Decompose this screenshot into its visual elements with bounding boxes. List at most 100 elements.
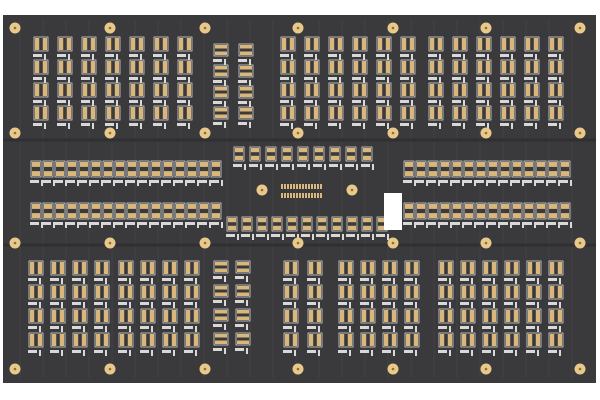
- smd-footprint: [129, 36, 145, 52]
- solder-pad: [447, 262, 452, 274]
- silkscreen-outline: [235, 332, 251, 346]
- smd-footprint: [451, 202, 463, 220]
- solder-pad: [37, 286, 42, 298]
- solder-pad: [289, 38, 294, 50]
- solder-pad: [525, 171, 533, 176]
- smd-footprint: [118, 332, 134, 348]
- solder-pad: [83, 61, 88, 73]
- hole-drill: [578, 26, 582, 30]
- connector-pin: [311, 193, 313, 198]
- smd-footprint: [499, 160, 511, 178]
- silkscreen-mark: [291, 77, 293, 83]
- small-component: [504, 350, 517, 356]
- smd-footprint: [360, 308, 376, 324]
- solder-pad: [212, 204, 220, 209]
- silkscreen-outline: [361, 216, 373, 232]
- solder-pad: [340, 262, 345, 274]
- solder-pad: [526, 38, 531, 50]
- smd-footprint: [265, 146, 277, 162]
- small-component: [482, 278, 495, 284]
- smd-footprint: [482, 260, 498, 276]
- solder-pad: [453, 162, 461, 167]
- solder-pad: [288, 225, 296, 230]
- silkscreen-outline: [476, 82, 492, 98]
- silkscreen-mark: [463, 54, 465, 60]
- smd-footprint: [138, 160, 150, 178]
- silkscreen-mark: [177, 100, 186, 103]
- silkscreen-mark: [524, 123, 533, 126]
- solder-pad: [354, 61, 359, 73]
- silkscreen-mark: [526, 350, 535, 353]
- smd-footprint: [328, 59, 344, 75]
- solder-pad: [378, 107, 383, 119]
- solder-pad: [313, 38, 318, 50]
- smd-footprint: [338, 260, 354, 276]
- solder-pad: [409, 61, 414, 73]
- small-component: [404, 278, 417, 284]
- silkscreen-mark: [221, 222, 223, 228]
- small-component: [280, 123, 293, 129]
- small-component: [360, 326, 373, 332]
- solder-pad: [128, 213, 136, 218]
- small-component: [404, 302, 417, 308]
- silkscreen-mark: [349, 350, 351, 356]
- mounting-hole: [9, 127, 21, 139]
- smd-footprint: [460, 308, 476, 324]
- smd-footprint: [213, 64, 229, 78]
- silkscreen-outline: [94, 260, 110, 276]
- smd-footprint: [524, 59, 540, 75]
- solder-pad: [215, 108, 227, 112]
- silkscreen-outline: [428, 59, 444, 75]
- mounting-hole: [292, 22, 304, 34]
- solder-pad: [251, 155, 259, 160]
- hole-drill: [391, 367, 395, 371]
- solder-pad: [313, 107, 318, 119]
- smd-footprint: [360, 260, 376, 276]
- smd-footprint: [307, 308, 323, 324]
- smd-footprint: [33, 105, 49, 121]
- silkscreen-mark: [195, 278, 197, 284]
- small-component: [57, 100, 70, 106]
- silkscreen-outline: [153, 59, 169, 75]
- smd-footprint: [328, 82, 344, 98]
- small-component: [81, 100, 94, 106]
- silkscreen-outline: [94, 332, 110, 348]
- solder-pad: [489, 171, 497, 176]
- solder-pad: [116, 162, 124, 167]
- silkscreen-outline: [526, 332, 542, 348]
- smd-footprint: [238, 106, 254, 120]
- small-component: [283, 326, 296, 332]
- silkscreen-outline: [511, 160, 523, 178]
- solder-pad: [453, 171, 461, 176]
- hole-drill: [108, 26, 112, 30]
- smd-footprint: [352, 105, 368, 121]
- solder-pad: [437, 61, 442, 73]
- small-component: [105, 77, 118, 83]
- small-component: [524, 100, 537, 106]
- silkscreen-mark: [280, 123, 289, 126]
- silkscreen-mark: [511, 100, 513, 106]
- connector-pin: [308, 184, 310, 189]
- solder-pad: [215, 340, 227, 344]
- silkscreen-mark: [428, 100, 437, 103]
- solder-pad: [533, 107, 538, 119]
- silkscreen-outline: [28, 332, 44, 348]
- small-component: [524, 54, 537, 60]
- silkscreen-mark: [210, 180, 219, 183]
- silkscreen-mark: [535, 123, 537, 129]
- mounting-hole: [574, 237, 586, 249]
- solder-pad: [409, 84, 414, 96]
- small-component: [376, 100, 389, 106]
- silkscreen-outline: [352, 59, 368, 75]
- silkscreen-mark: [68, 123, 70, 129]
- silkscreen-mark: [235, 276, 244, 279]
- hole-drill: [484, 26, 488, 30]
- silkscreen-mark: [476, 77, 485, 80]
- silkscreen-mark: [371, 302, 373, 308]
- smd-footprint: [184, 260, 200, 276]
- solder-pad: [337, 38, 342, 50]
- smd-footprint: [400, 105, 416, 121]
- silkscreen-outline: [559, 202, 571, 220]
- silkscreen-outline: [162, 332, 178, 348]
- solder-pad: [484, 286, 489, 298]
